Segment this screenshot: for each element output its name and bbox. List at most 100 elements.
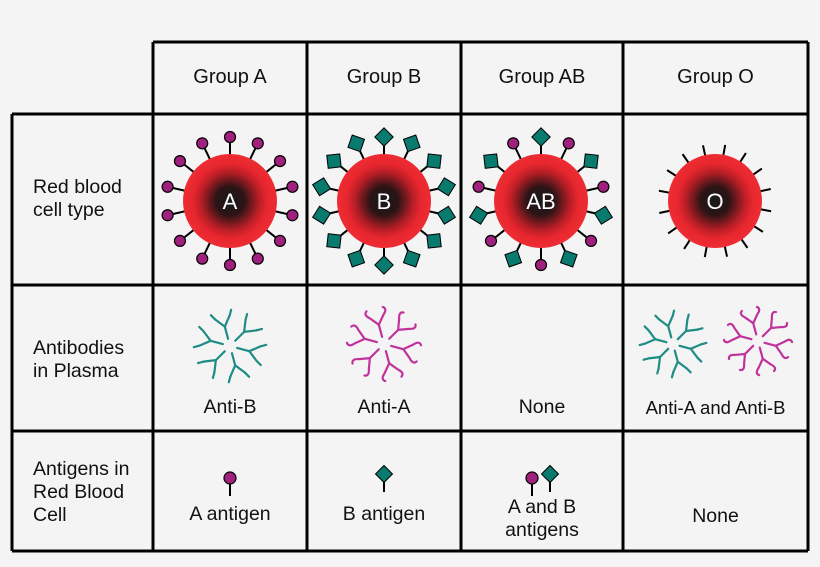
header-group-o: Group O — [677, 66, 754, 88]
antibody-icon — [638, 325, 668, 347]
antigen-a-marker — [196, 252, 209, 265]
cell-letter: AB — [526, 189, 555, 214]
antibody-icon — [192, 325, 224, 349]
cell-o-spike — [658, 189, 671, 194]
antibody-icon — [388, 311, 417, 340]
antibody-icon — [364, 305, 387, 338]
antibody-icon — [678, 341, 708, 363]
antigen-b-marker — [583, 153, 599, 169]
antigen-b-marker — [436, 205, 457, 225]
antigen-a-marker — [286, 209, 299, 222]
antigen-a-marker — [472, 180, 485, 193]
antibody-icon — [196, 350, 226, 380]
red-blood-cell-o: O — [658, 144, 772, 258]
antibody-icon — [670, 349, 692, 379]
antibody-icon — [234, 312, 264, 342]
cell-letter: A — [223, 189, 238, 214]
antigen-a-marker — [584, 234, 598, 248]
antigen-b-marker — [483, 153, 499, 169]
antigen-a-icon — [223, 471, 237, 496]
antibody-icon — [722, 322, 753, 344]
antibody-cluster — [345, 305, 423, 383]
cell-body — [668, 154, 762, 248]
antibody-icon — [345, 324, 378, 347]
antigen-a-marker — [223, 130, 237, 144]
antigen-a-marker — [251, 137, 264, 150]
antibody-label-group-ab: None — [518, 396, 566, 418]
antigen-b-marker — [436, 177, 457, 197]
antibody-label-group-o: Anti-A and Anti-B — [645, 397, 786, 418]
header-group-ab: Group AB — [498, 66, 586, 88]
antibody-icon — [390, 341, 423, 364]
cell-o-spike — [703, 245, 708, 258]
red-blood-cell-b: B — [311, 127, 457, 275]
row-label-antigens: Antigens in Red Blood Cell — [33, 458, 130, 526]
antigen-a-marker — [273, 154, 287, 168]
cell-o-spike — [759, 208, 772, 213]
antibody-cluster — [192, 308, 268, 384]
antigen-b-icon — [540, 464, 560, 492]
antigen-label-group-o: None — [692, 505, 739, 527]
cell-body — [337, 154, 431, 248]
antigen-a-marker — [196, 137, 209, 150]
antigen-b-marker — [402, 134, 421, 153]
cell-o-spike — [738, 152, 747, 164]
antigen-b-marker — [468, 205, 489, 225]
antigen-a-marker — [161, 209, 174, 222]
antigen-b-marker — [531, 127, 551, 147]
antibody-icon — [761, 310, 789, 338]
table-grid — [10, 40, 810, 553]
antigen-b-marker — [374, 127, 394, 147]
antigen-a-icon — [525, 471, 539, 496]
cell-o-spike — [659, 209, 672, 215]
antigen-a-marker — [273, 234, 287, 248]
antigen-a-marker — [534, 258, 548, 272]
antigen-b-marker — [374, 255, 394, 275]
antigen-b-marker — [593, 205, 614, 225]
antibody-icon — [654, 309, 676, 339]
antigen-a-marker — [251, 252, 264, 265]
antibody-icon — [642, 347, 670, 375]
antigen-b-marker — [326, 233, 342, 249]
antibody-icon — [236, 343, 268, 367]
antibody-label-group-a: Anti-B — [203, 396, 257, 418]
antibody-icon — [763, 338, 794, 360]
antigen-b-marker — [326, 153, 342, 169]
antibody-icon — [739, 305, 761, 336]
cell-letter: O — [706, 189, 723, 214]
antibody-cluster — [722, 305, 794, 377]
antigen-a-marker — [286, 180, 299, 193]
antigen-b-marker — [311, 177, 332, 197]
cell-o-spike — [683, 238, 692, 250]
header-group-a: Group A — [193, 66, 267, 88]
antigen-a-marker — [562, 137, 575, 150]
red-blood-cell-a: A — [161, 130, 299, 272]
antigen-b-marker — [504, 249, 523, 268]
cell-body — [183, 154, 277, 248]
antigen-b-marker — [559, 249, 578, 268]
antigen-a-marker — [173, 234, 187, 248]
antigen-a-marker — [161, 180, 174, 193]
antigen-a-marker — [484, 234, 498, 248]
antibody-cluster — [638, 309, 708, 379]
antigen-b-marker — [347, 249, 366, 268]
header-group-b: Group B — [346, 66, 422, 88]
antigen-label-group-a: A antigen — [189, 503, 271, 525]
row-label-cell-type: Red blood cell type — [33, 176, 122, 221]
antigen-b-marker — [402, 249, 421, 268]
antibody-icon — [227, 352, 251, 384]
antigen-b-marker — [426, 153, 442, 169]
antibody-label-group-b: Anti-A — [357, 396, 411, 418]
antibody-icon — [209, 308, 233, 340]
antibody-icon — [727, 344, 755, 372]
cell-o-spike — [758, 187, 771, 193]
cell-letter: B — [377, 189, 392, 214]
antigen-b-marker — [426, 233, 442, 249]
antigen-b-icon — [374, 464, 394, 492]
antigen-a-marker — [173, 154, 187, 168]
antigen-b-marker — [311, 205, 332, 225]
antibody-icon — [755, 346, 777, 377]
antibody-icon — [351, 348, 380, 377]
antigen-a-marker — [507, 137, 520, 150]
